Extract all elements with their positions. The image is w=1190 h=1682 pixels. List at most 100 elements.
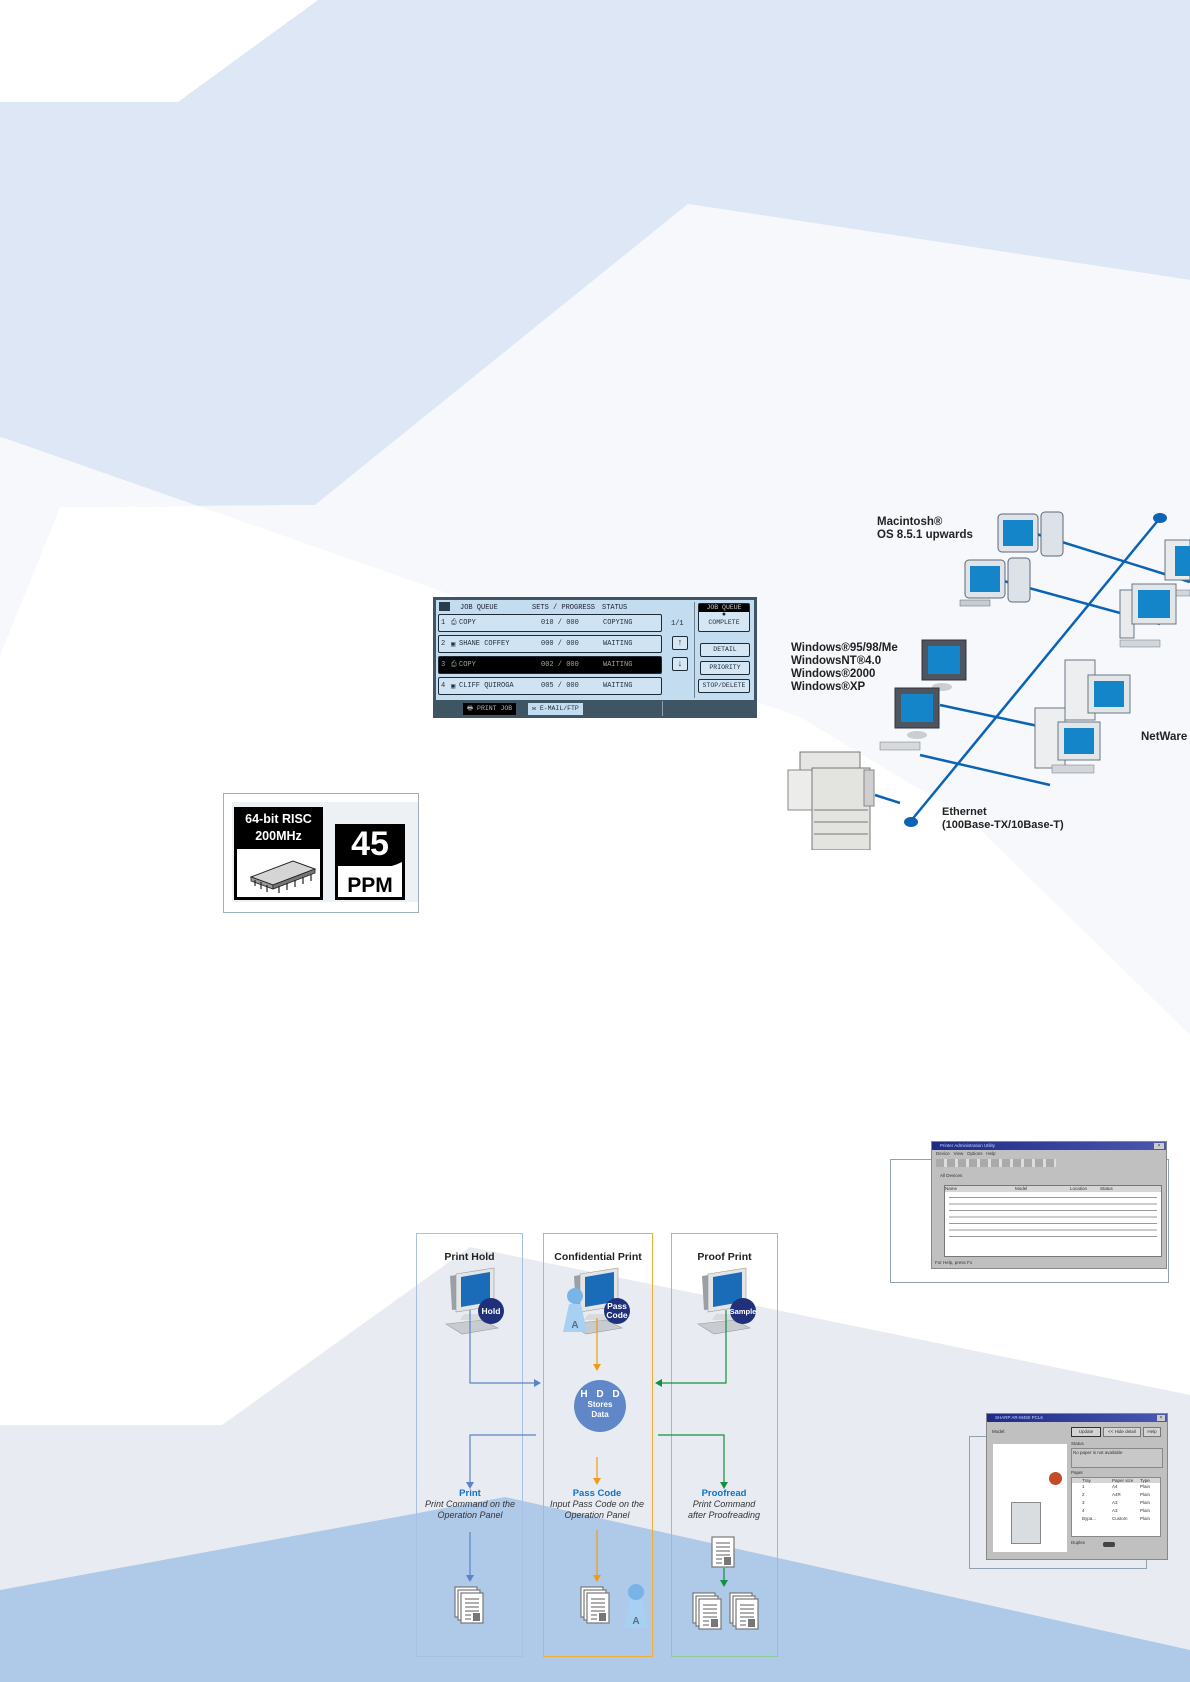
pc-computer-icon	[1119, 583, 1177, 648]
backbone-end-top	[1153, 513, 1167, 523]
ethernet-label: Ethernet(100Base-TX/10Base-T)	[942, 806, 1064, 832]
col-paper-size: Paper size	[1112, 1478, 1134, 1483]
arrow-head	[466, 1482, 474, 1489]
hide-detail-button[interactable]: << Hide detail	[1103, 1427, 1141, 1437]
job-row-selected[interactable]: 3 ⎙ COPY 002 / 000 WAITING	[438, 656, 662, 674]
hdd-title: H D D	[580, 1389, 623, 1400]
arrow-head	[655, 1379, 662, 1387]
size: Custom	[1112, 1516, 1128, 1521]
menu-view[interactable]: View	[953, 1151, 964, 1156]
col-status[interactable]: Status	[1100, 1186, 1113, 1191]
menu-help[interactable]: Help	[986, 1151, 996, 1156]
paper-header: Tray Paper size Type	[1072, 1478, 1160, 1483]
toolbar[interactable]	[936, 1159, 1056, 1167]
arrow-head	[593, 1575, 601, 1582]
size: A4	[1112, 1484, 1118, 1489]
tab-email-ftp[interactable]: ✉ E-MAIL/FTP	[528, 703, 583, 715]
tab-print-job[interactable]: 🖶 PRINT JOB	[463, 703, 517, 715]
arrow-head	[593, 1364, 601, 1371]
flow-graphics: A A	[445, 1267, 790, 1660]
copy-icon: ⎙	[451, 661, 457, 669]
printer-admin-window: Printer Administration Utility × Device …	[931, 1141, 1167, 1269]
list-header: Name Model Location Status	[945, 1186, 1161, 1192]
queue-complete-toggle[interactable]: JOB QUEUE ● COMPLETE	[698, 603, 750, 632]
job-progress: 002 / 000	[541, 661, 579, 669]
menu-bar: Device View Options Help	[936, 1151, 996, 1156]
duplex-label: Duplex	[1071, 1540, 1086, 1545]
job-name: COPY	[459, 661, 476, 669]
document-stack-icon	[730, 1593, 758, 1629]
speed-unit-area	[338, 866, 402, 897]
speed-unit: PPM	[347, 874, 393, 897]
col-model[interactable]: Model	[1015, 1186, 1028, 1191]
job-status: WAITING	[603, 682, 633, 690]
menu-device[interactable]: Device	[936, 1151, 950, 1156]
job-queue-panel: JOB QUEUE SETS / PROGRESS STATUS 1 ⎙ COP…	[433, 597, 757, 718]
tab-label: E-MAIL/FTP	[539, 705, 579, 712]
job-num: 2	[441, 640, 446, 648]
job-row[interactable]: 2 ▣ SHANE COFFEY 000 / 000 WAITING	[438, 635, 662, 653]
menu-options[interactable]: Options	[966, 1151, 983, 1156]
mac-computer-icon	[997, 511, 1064, 557]
toggle-job-queue: JOB QUEUE	[699, 604, 749, 612]
document-stack-icon	[693, 1593, 721, 1629]
column-title: Proof Print	[697, 1251, 752, 1263]
job-status: WAITING	[603, 661, 633, 669]
col-header-job: JOB QUEUE	[460, 604, 498, 612]
speed-value: 45	[351, 825, 389, 863]
cpu-type: 64-bit RISC	[245, 812, 312, 826]
chip-icon	[249, 860, 317, 893]
mac-label: Macintosh®OS 8.5.1 upwards	[877, 516, 973, 542]
status-label: Status	[1071, 1441, 1084, 1446]
stop-delete-button[interactable]: STOP/DELETE	[698, 679, 750, 693]
arrow-head	[720, 1580, 728, 1587]
desc-line1: Input Pass Code on the	[549, 1499, 645, 1509]
desc-line1: Print Command	[692, 1499, 756, 1509]
output-print-title: Print	[459, 1488, 481, 1499]
scroll-down-button[interactable]: ↓	[672, 657, 688, 671]
update-button[interactable]: Update	[1071, 1427, 1101, 1437]
help-button[interactable]: Help	[1143, 1427, 1161, 1437]
desc-line2: Operation Panel	[564, 1510, 630, 1520]
job-row[interactable]: 4 ▣ CLIFF QUIROGA 005 / 000 WAITING	[438, 677, 662, 695]
size: A3	[1112, 1500, 1118, 1505]
error-icon	[1049, 1472, 1062, 1485]
netware-server-icon	[1064, 659, 1131, 721]
tray: Bypa...	[1082, 1516, 1097, 1521]
col-name[interactable]: Name	[945, 1186, 958, 1191]
desc-line2: Operation Panel	[437, 1510, 503, 1520]
tab-all-devices[interactable]: All Devices	[940, 1173, 963, 1178]
windows-label-line: WindowsNT®4.0	[791, 655, 882, 667]
arrow-head	[466, 1575, 474, 1582]
bg-top-band	[0, 0, 1190, 655]
col-location[interactable]: Location	[1070, 1186, 1088, 1191]
job-row[interactable]: 1 ⎙ COPY 010 / 000 COPYING	[438, 614, 662, 632]
duplex-icon	[1103, 1542, 1115, 1547]
page-indicator: 1/1	[671, 620, 684, 628]
job-name: CLIFF QUIROGA	[459, 682, 514, 690]
document-stack-icon	[455, 1587, 483, 1623]
size: A4R	[1112, 1492, 1121, 1497]
column-title: Confidential Print	[554, 1251, 642, 1263]
copy-icon: ⎙	[451, 619, 457, 627]
detail-button[interactable]: DETAIL	[700, 643, 750, 657]
close-icon[interactable]: ×	[1154, 1143, 1164, 1149]
windows-label-line: Windows®95/98/Me	[791, 642, 898, 654]
job-num: 4	[441, 682, 446, 690]
status-text: No paper is not available	[1071, 1448, 1163, 1468]
print-icon: ▣	[451, 683, 456, 691]
link-win2	[919, 753, 1051, 787]
close-icon[interactable]: ×	[1157, 1415, 1165, 1421]
windows-monitor-icon	[879, 687, 940, 751]
scroll-up-button[interactable]: ↑	[672, 636, 688, 650]
device-list: Name Model Location Status	[944, 1185, 1162, 1257]
arrow-head	[534, 1379, 541, 1387]
badge-line1: Pass	[607, 1301, 627, 1311]
printer-image	[993, 1444, 1067, 1552]
netware-server-icon	[1034, 707, 1101, 774]
priority-button[interactable]: PRIORITY	[700, 661, 750, 675]
